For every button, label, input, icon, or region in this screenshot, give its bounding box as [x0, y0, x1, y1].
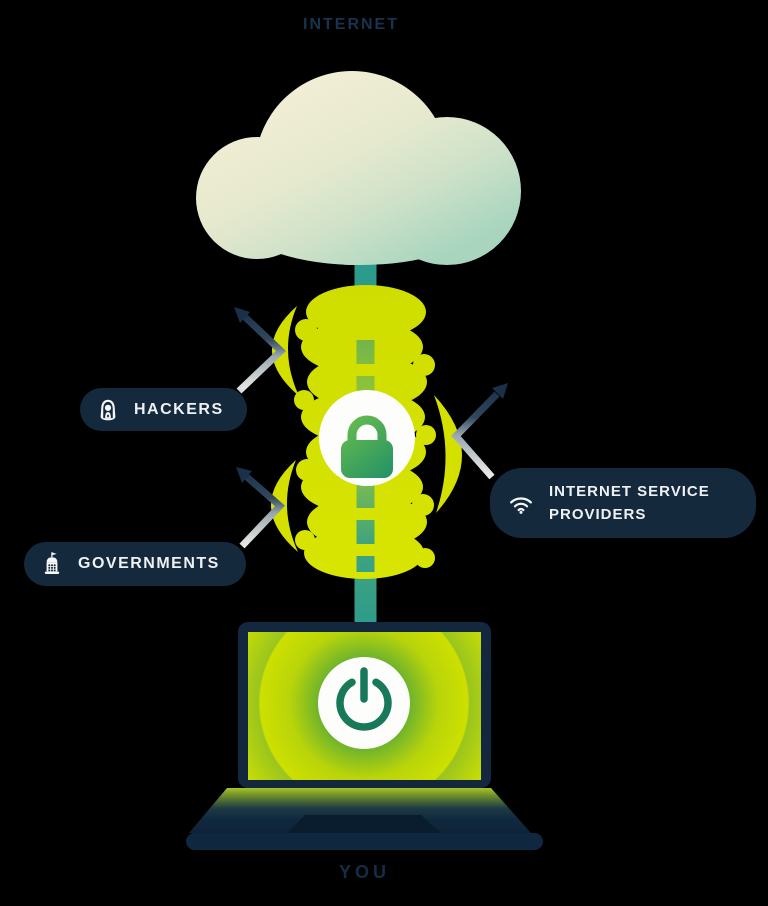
deflection-arc-right	[434, 395, 463, 513]
isp-pill-label: INTERNET SERVICE PROVIDERS	[549, 480, 710, 526]
government-building-icon	[44, 552, 60, 574]
power-button	[318, 657, 410, 749]
internet-cloud	[196, 71, 521, 265]
isp-pill-line1: INTERNET SERVICE	[549, 483, 710, 500]
hackers-pill-label: HACKERS	[134, 400, 224, 418]
you-label: YOU	[339, 862, 391, 882]
hackers-pill: HACKERS	[80, 388, 247, 431]
isp-pill: INTERNET SERVICE PROVIDERS	[490, 468, 756, 538]
governments-pill: GOVERNMENTS	[24, 542, 246, 586]
internet-label: INTERNET	[303, 16, 399, 33]
hooded-hacker-icon	[100, 399, 116, 420]
wifi-icon	[509, 497, 533, 514]
laptop	[186, 622, 543, 850]
power-icon	[336, 667, 392, 731]
padlock-icon	[341, 415, 393, 478]
lock-badge	[319, 390, 415, 486]
bounce-arrow-isp	[451, 383, 508, 480]
laptop-base	[186, 788, 543, 850]
isp-pill-line2: PROVIDERS	[549, 506, 647, 523]
bounce-arrow-governments	[236, 467, 286, 549]
governments-pill-label: GOVERNMENTS	[78, 555, 220, 572]
bounce-arrow-hackers	[234, 307, 287, 394]
